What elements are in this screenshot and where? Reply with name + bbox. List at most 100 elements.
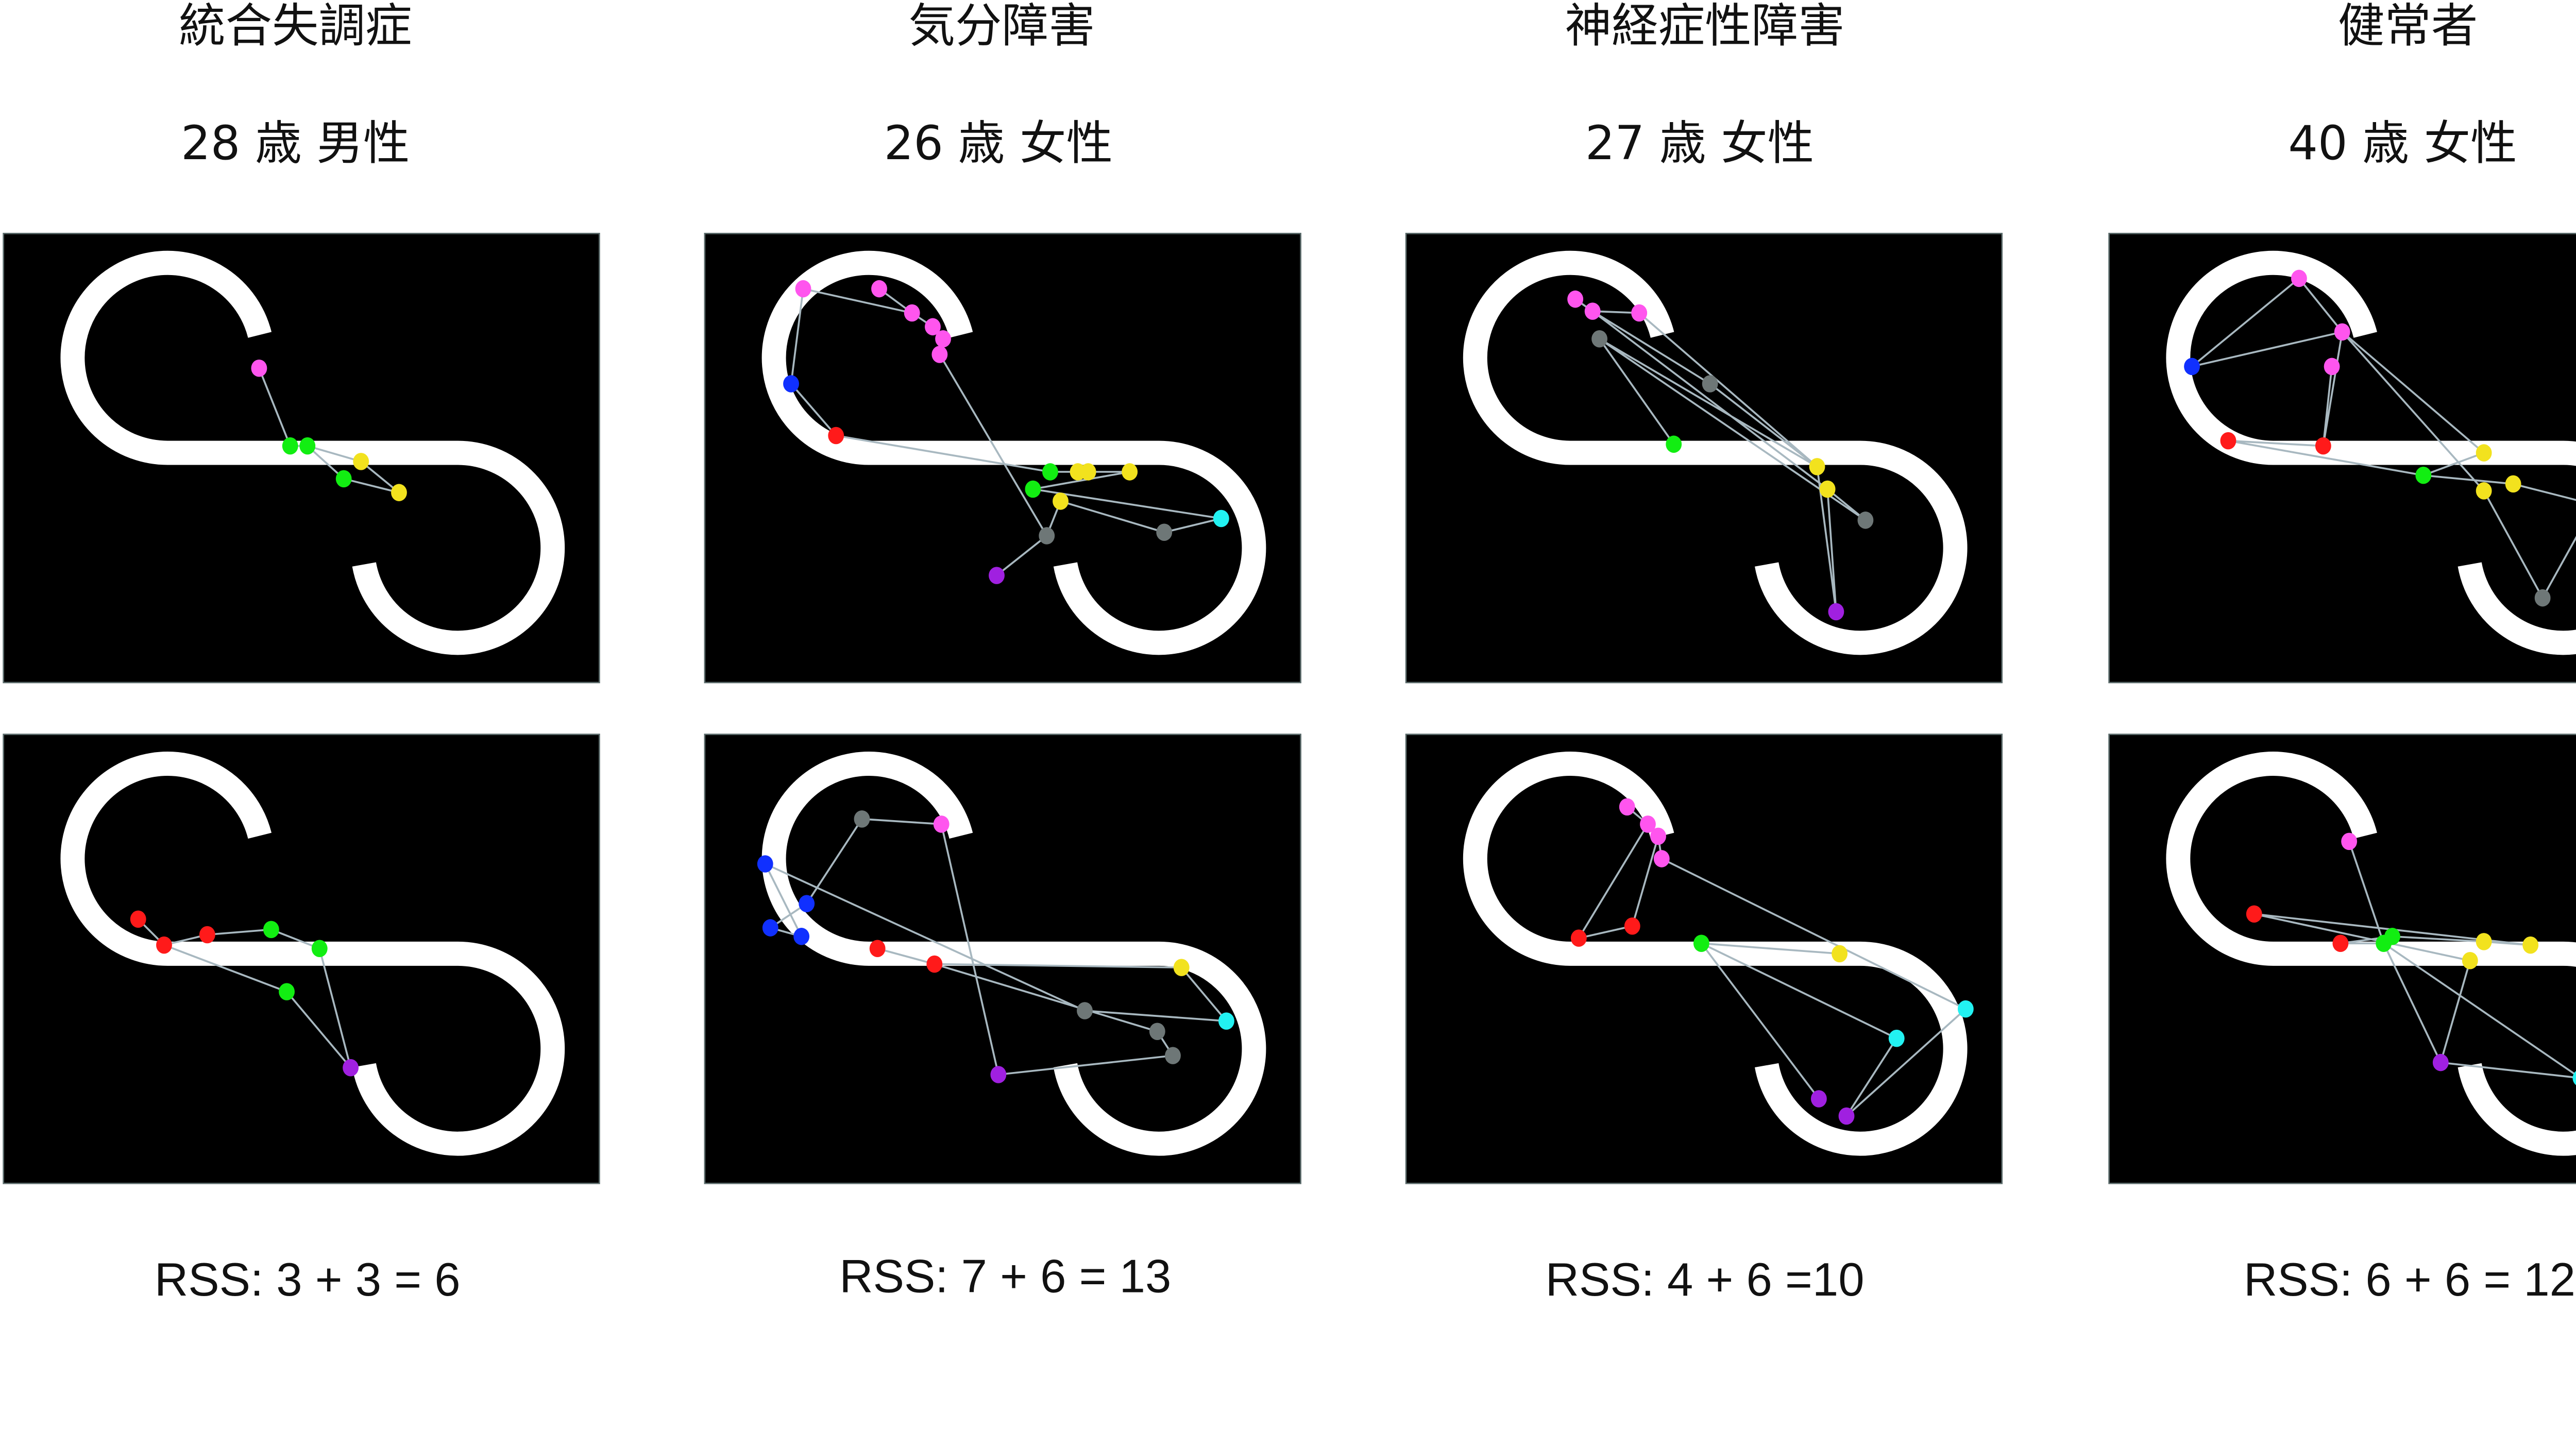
fixation-point-red [2220, 432, 2236, 450]
fixation-point-blue [757, 855, 773, 873]
fixation-point-yellow [2476, 444, 2492, 462]
fixation-point-pink [1650, 827, 1666, 845]
fixation-point-purple [2432, 1053, 2449, 1071]
s-figure-stimulus [761, 250, 1266, 655]
fixation-point-green [1666, 435, 1682, 453]
age-sex-label: 40 歳 女性 [2288, 116, 2517, 171]
stimulus-panel-second-trial-1 [3, 734, 600, 1184]
fixation-point-green [1025, 480, 1041, 498]
fixation-point-blue [799, 895, 815, 912]
fixation-point-cyan [1218, 1012, 1234, 1030]
fixation-point-yellow [391, 484, 407, 501]
fixation-point-green [263, 921, 279, 939]
fixation-point-pink [2291, 269, 2307, 287]
column-2: 気分障害 26 歳 女性 RSS: 7 + 6 = 13 [839, 0, 1171, 1302]
column-4: 健常者 40 歳 女性 RSS: 6 + 6 = 12 [2244, 0, 2575, 1306]
scanpath-line [1574, 298, 1867, 612]
fixation-point-yellow [1122, 463, 1138, 481]
fixation-point-pink [795, 280, 811, 298]
fixation-point-gray [2534, 589, 2551, 607]
fixation-point-pink [1619, 798, 1635, 816]
fixation-point-gray [1077, 1002, 1093, 1019]
fixation-point-red [156, 936, 172, 954]
stimulus-panel-first-trial-3 [1405, 232, 2003, 684]
fixation-point-yellow [1053, 492, 1069, 510]
fixation-point-pink [935, 330, 951, 348]
fixation-point-gray [1702, 375, 1718, 393]
fixation-point-green [1693, 934, 1709, 952]
fixation-point-yellow [2505, 475, 2521, 493]
fixation-point-yellow [2476, 482, 2492, 500]
fixation-point-red [199, 926, 215, 944]
fixation-point-green [311, 940, 328, 958]
fixation-point-red [2246, 905, 2262, 923]
stimulus-panel-second-trial-3 [1405, 734, 2003, 1184]
fixation-point-blue [783, 375, 799, 393]
scanpath-line [790, 287, 1222, 576]
fixation-point-gray [1165, 1047, 1181, 1064]
fixation-point-green [2415, 466, 2432, 484]
s-figure-stimulus [1463, 752, 1968, 1156]
fixation-point-red [828, 427, 844, 445]
s-figure-stimulus [60, 752, 565, 1156]
fixation-point-gray [1156, 523, 1173, 541]
rss-score: RSS: 3 + 3 = 6 [155, 1254, 461, 1306]
stimulus-panel-second-trial-4 [2108, 734, 2576, 1184]
fixation-point-yellow [1080, 463, 1096, 481]
diagnosis-label: 統合失調症 [179, 0, 412, 53]
rss-score: RSS: 7 + 6 = 13 [839, 1250, 1171, 1302]
diagnosis-label: 神経症性障害 [1565, 0, 1845, 53]
fixation-point-green [2384, 928, 2400, 945]
age-sex-label: 26 歳 女性 [884, 116, 1113, 171]
fixation-point-pink [1567, 290, 1584, 308]
column-1: 統合失調症 28 歳 男性 RSS: 3 + 3 = 6 [155, 0, 461, 1306]
fixation-point-purple [990, 1066, 1007, 1083]
fixation-point-red [2332, 934, 2349, 952]
stimulus-panel-second-trial-2 [704, 734, 1301, 1184]
s-figure-stimulus [2166, 250, 2576, 655]
fixation-point-purple [989, 567, 1005, 584]
s-figure-stimulus [2166, 752, 2576, 1156]
fixation-point-pink [933, 815, 950, 833]
stimulus-panel-first-trial-4 [2108, 232, 2576, 684]
s-figure-stimulus [1463, 250, 1968, 655]
fixation-point-purple [1838, 1107, 1855, 1125]
fixation-point-cyan [1888, 1029, 1905, 1047]
fixation-point-pink [871, 280, 887, 298]
stimulus-panels [3, 232, 2576, 1184]
fixation-point-yellow [1809, 458, 1825, 475]
fixation-point-blue [2184, 358, 2200, 376]
rss-score: RSS: 6 + 6 = 12 [2244, 1254, 2575, 1306]
fixation-point-pink [1640, 815, 1656, 833]
fixation-point-gray [1857, 512, 1874, 529]
fixation-point-yellow [353, 453, 369, 470]
fixation-point-pink [904, 304, 920, 322]
fixation-point-red [869, 940, 886, 958]
fixation-point-red [1624, 917, 1640, 935]
rss-score: RSS: 4 + 6 =10 [1546, 1254, 1865, 1306]
fixation-point-red [926, 955, 943, 973]
fixation-point-purple [343, 1059, 359, 1077]
age-sex-label: 28 歳 男性 [181, 116, 410, 171]
fixation-point-pink [251, 360, 267, 377]
fixation-point-red [1570, 929, 1587, 947]
fixation-point-pink [1631, 304, 1648, 322]
fixation-point-green [335, 470, 352, 488]
fixation-point-pink [2341, 832, 2358, 850]
fixation-point-yellow [2462, 951, 2478, 969]
column-3: 神経症性障害 27 歳 女性 RSS: 4 + 6 =10 [1546, 0, 1865, 1306]
fixation-point-yellow [1819, 480, 1836, 498]
scanpath-line [763, 818, 1229, 1076]
fixation-point-yellow [1832, 945, 1848, 963]
fixation-point-green [279, 983, 295, 1000]
fixation-point-yellow [1173, 959, 1190, 976]
fixation-point-cyan [2572, 1071, 2576, 1085]
fixation-point-red [2315, 437, 2331, 455]
s-figure-stimulus [761, 752, 1266, 1156]
s-figure-stimulus [60, 250, 565, 655]
fixation-point-red [130, 910, 146, 928]
fixation-point-green [1042, 463, 1058, 481]
fixation-point-gray [854, 810, 870, 828]
fixation-point-purple [1828, 603, 1844, 621]
